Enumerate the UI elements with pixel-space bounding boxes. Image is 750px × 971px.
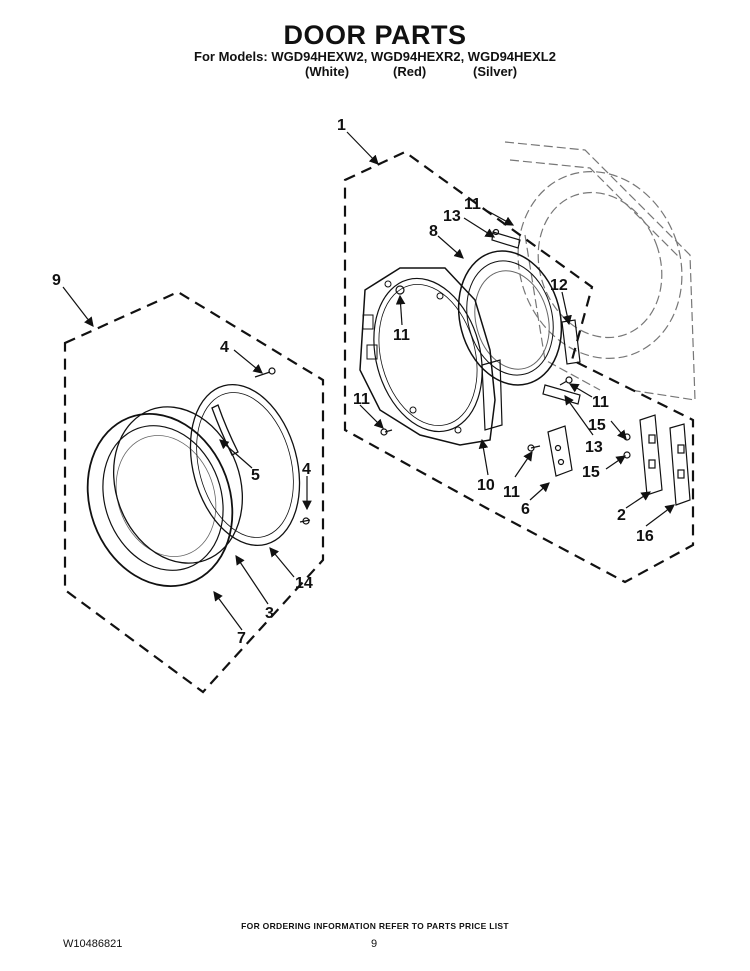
callout-5: 5 (251, 467, 260, 484)
cabinet-phantom (504, 141, 696, 401)
door-panel-part-10 (359, 267, 503, 446)
handle-part-5 (211, 404, 239, 456)
callout-4-upper: 4 (220, 339, 229, 356)
callout-16: 16 (636, 528, 654, 545)
variant-silver: (Silver) (473, 64, 518, 79)
callout-11-right: 11 (592, 394, 609, 411)
callout-13-top: 13 (443, 208, 461, 225)
document-number: W10486821 (63, 938, 123, 950)
group-1-boundary (343, 150, 695, 584)
hinge-assembly (639, 414, 691, 506)
callout-6: 6 (521, 501, 530, 518)
door-ring-part-3 (112, 406, 244, 564)
outer-door-part-7 (86, 413, 234, 587)
callout-15-lower: 15 (582, 464, 600, 481)
variant-white: (White) (305, 64, 350, 79)
callout-9: 9 (52, 272, 61, 289)
callout-11-left: 11 (353, 391, 370, 408)
inner-door-part-8 (457, 250, 563, 386)
variant-red: (Red) (393, 64, 427, 79)
callout-10: 10 (477, 477, 495, 494)
callout-8: 8 (429, 223, 438, 240)
callout-12: 12 (550, 277, 568, 294)
callout-11-center: 11 (393, 327, 410, 344)
page-title: DOOR PARTS (283, 20, 467, 50)
group-9-boundary (63, 290, 325, 694)
callout-1: 1 (337, 117, 346, 134)
callout-7: 7 (237, 630, 246, 647)
callout-11-bottom: 11 (503, 484, 520, 501)
callout-13-right: 13 (585, 439, 603, 456)
callout-3: 3 (265, 605, 274, 622)
leader-lines (62, 131, 675, 631)
callout-4-lower: 4 (302, 461, 311, 478)
callout-11-top: 11 (464, 196, 481, 213)
ordering-note: FOR ORDERING INFORMATION REFER TO PARTS … (241, 921, 509, 931)
inner-trim-part-14 (189, 384, 301, 546)
models-line: For Models: WGD94HEXW2, WGD94HEXR2, WGD9… (194, 49, 556, 64)
page-number: 9 (371, 938, 378, 950)
strike-part-6 (547, 425, 573, 477)
callout-14: 14 (295, 575, 313, 592)
callout-2: 2 (617, 507, 626, 524)
callout-15-upper: 15 (588, 417, 606, 434)
